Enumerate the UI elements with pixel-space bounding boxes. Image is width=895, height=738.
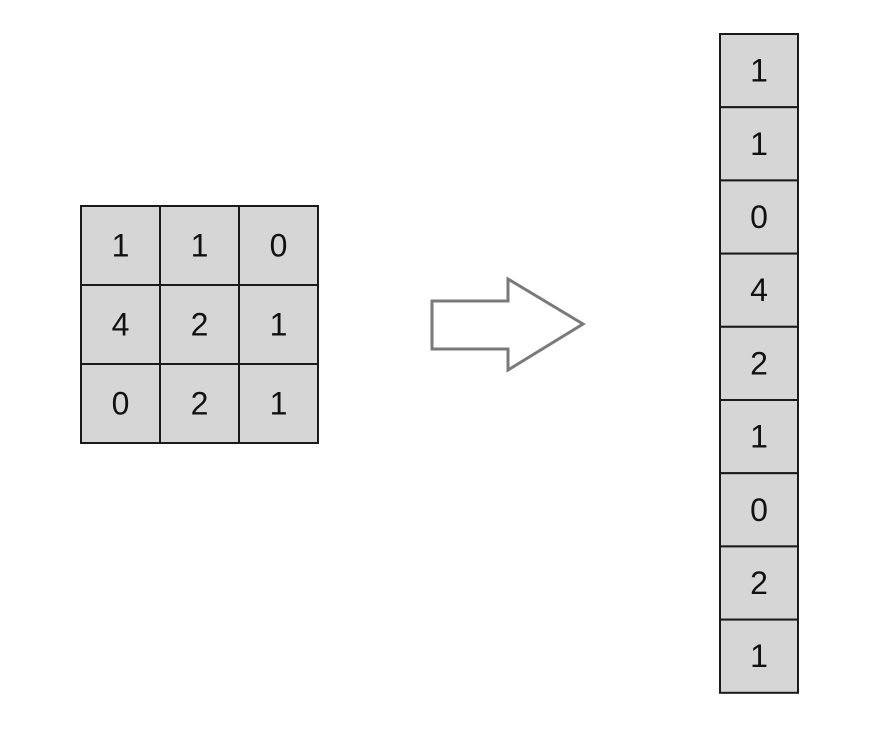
matrix-cell-r2-c2-value: 2	[191, 307, 209, 343]
flatten-arrow-shape	[430, 276, 586, 373]
vector-cell-4-value: 4	[750, 272, 768, 308]
vector-cell-2-box	[719, 106, 799, 182]
matrix-cell-r2-c3-value: 1	[270, 307, 288, 343]
matrix-cell-r2-c3: 1	[238, 284, 319, 365]
matrix-cell-r3-c3-box	[238, 363, 319, 444]
vector-cell-9-box	[719, 618, 799, 694]
matrix-cell-r1-c1-box	[80, 205, 161, 286]
vector-cell-7-value: 0	[750, 492, 768, 528]
vector-cell-5-value: 2	[750, 345, 768, 381]
matrix-cell-r1-c1-value: 1	[112, 228, 130, 264]
vector-cell-6-value: 1	[750, 419, 768, 455]
vector-cell-4: 4	[719, 252, 799, 328]
matrix-cell-r2-c1: 4	[80, 284, 161, 365]
matrix-cell-r1-c3: 0	[238, 205, 319, 286]
vector-cell-1-box	[719, 33, 799, 109]
vector-cell-8-box	[719, 545, 799, 621]
vector-cell-5-box	[719, 325, 799, 401]
matrix-cell-r3-c3-value: 1	[270, 386, 288, 422]
matrix-cell-r2-c2: 2	[159, 284, 240, 365]
vector-cell-9: 1	[719, 618, 799, 694]
vector-cell-3-value: 0	[750, 199, 768, 235]
matrix-cell-r3-c1-value: 0	[112, 386, 130, 422]
vector-cell-8: 2	[719, 545, 799, 621]
matrix-cell-r2-c1-value: 4	[112, 307, 130, 343]
vector-cell-1: 1	[719, 33, 799, 109]
vector-cell-6: 1	[719, 399, 799, 475]
vector-cell-3: 0	[719, 179, 799, 255]
vector-cell-2: 1	[719, 106, 799, 182]
vector-cell-2-value: 1	[750, 126, 768, 162]
input-matrix: 1 1 0 4 2 1 0 2 1	[80, 205, 319, 444]
matrix-cell-r1-c1: 1	[80, 205, 161, 286]
matrix-cell-r3-c2-value: 2	[191, 386, 209, 422]
matrix-cell-r3-c3: 1	[238, 363, 319, 444]
matrix-cell-r2-c3-box	[238, 284, 319, 365]
matrix-cell-r3-c2-box	[159, 363, 240, 444]
matrix-cell-r3-c1-box	[80, 363, 161, 444]
output-vector: 1 1 0 4 2 1 0 2 1	[719, 33, 799, 694]
matrix-cell-r3-c2: 2	[159, 363, 240, 444]
vector-cell-7: 0	[719, 472, 799, 548]
vector-cell-1-value: 1	[750, 53, 768, 89]
matrix-cell-r1-c2: 1	[159, 205, 240, 286]
vector-cell-8-value: 2	[750, 565, 768, 601]
matrix-cell-r1-c2-value: 1	[191, 228, 209, 264]
matrix-cell-r3-c1: 0	[80, 363, 161, 444]
matrix-cell-r1-c2-box	[159, 205, 240, 286]
right-arrow-icon	[430, 276, 586, 373]
matrix-cell-r1-c3-value: 0	[270, 228, 288, 264]
vector-cell-5: 2	[719, 325, 799, 401]
vector-cell-7-box	[719, 472, 799, 548]
vector-cell-3-box	[719, 179, 799, 255]
vector-cell-9-value: 1	[750, 638, 768, 674]
